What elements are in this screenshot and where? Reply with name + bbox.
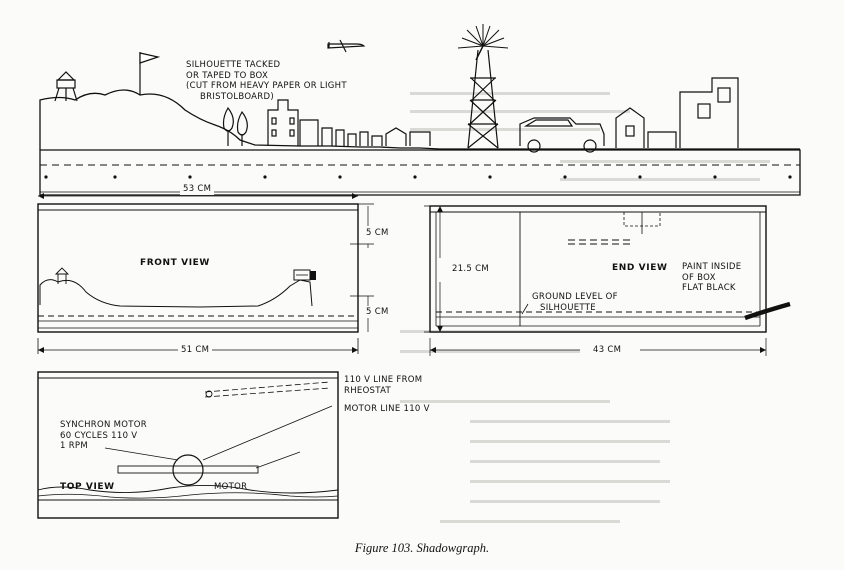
ghost-line [400, 350, 580, 353]
ghost-line [410, 92, 610, 95]
dimension-21-5cm: 21.5 CM [452, 264, 489, 274]
tack-dots [44, 175, 792, 179]
front-view-box [37, 193, 374, 354]
ghost-line [440, 520, 620, 523]
paint-note-line: FLAT BLACK [682, 283, 736, 294]
end-view-label: END VIEW [612, 263, 668, 273]
dimension-53cm: 53 CM [180, 184, 215, 195]
paint-note: PAINT INSIDE OF BOX FLAT BLACK [682, 262, 741, 294]
ghost-line [470, 460, 660, 463]
airplane [327, 39, 366, 53]
synchron-motor-note-line: 1 RPM [60, 441, 88, 452]
ghost-line [400, 400, 610, 403]
paint-note-line: OF BOX [682, 272, 716, 283]
paint-note-line: PAINT INSIDE [682, 262, 742, 272]
ghost-line [470, 420, 670, 423]
ground-level-note-line: SILHOUETTE [540, 302, 596, 313]
ghost-line [560, 160, 770, 163]
silhouette-note-line: BRISTOLBOARD) [200, 91, 274, 102]
silhouette-note-line: SILHOUETTE TACKED [186, 60, 281, 70]
trees [222, 106, 248, 146]
silhouette-strip [39, 24, 801, 196]
silhouette-note-line: (CUT FROM HEAVY PAPER OR LIGHT [186, 81, 347, 92]
barn [615, 107, 645, 148]
dimension-51cm: 51 CM [178, 345, 213, 356]
ghost-line [410, 110, 630, 113]
ghost-line [470, 480, 670, 483]
flag [139, 52, 161, 95]
town-silhouette [267, 99, 431, 146]
ghost-line [470, 500, 660, 503]
motor-circle [172, 454, 204, 486]
windmill-blades [457, 24, 509, 49]
rheostat-line-note-line: 110 V LINE FROM [344, 375, 423, 385]
dimension-43cm: 43 CM [590, 345, 625, 356]
top-view-box [37, 371, 339, 519]
water-tower [54, 71, 78, 102]
front-view-label: FRONT VIEW [140, 258, 210, 268]
top-view-label: TOP VIEW [60, 482, 115, 492]
figure-caption: Figure 103. Shadowgraph. [354, 541, 490, 555]
dimension-5cm-bottom: 5 CM [366, 307, 389, 317]
silhouette-note: SILHOUETTE TACKED OR TAPED TO BOX (CUT F… [186, 60, 347, 103]
rheostat-line-note-line: RHEOSTAT [344, 385, 392, 396]
silhouette-note-line: OR TAPED TO BOX [186, 70, 269, 81]
factory [647, 77, 739, 148]
synchron-motor-note-line: SYNCHRON MOTOR [60, 420, 147, 430]
ground-level-note: GROUND LEVEL OF SILHOUETTE [532, 292, 618, 313]
truck [519, 117, 605, 153]
ground-level-note-line: GROUND LEVEL OF [532, 292, 618, 302]
motor-line-note: MOTOR LINE 110 V [344, 404, 430, 414]
ghost-line [470, 440, 670, 443]
dimension-5cm-top: 5 CM [366, 228, 389, 238]
synchron-motor-note: SYNCHRON MOTOR 60 CYCLES 110 V 1 RPM [60, 420, 147, 452]
ghost-line [560, 178, 760, 181]
rheostat-line-note: 110 V LINE FROM RHEOSTAT [344, 375, 422, 396]
windmill [457, 24, 509, 149]
front-view-fixture [293, 269, 316, 281]
end-view-box [424, 205, 791, 356]
motor-label: MOTOR [214, 482, 248, 492]
synchron-motor-note-line: 60 CYCLES 110 V [60, 430, 138, 441]
ghost-line [410, 128, 600, 131]
